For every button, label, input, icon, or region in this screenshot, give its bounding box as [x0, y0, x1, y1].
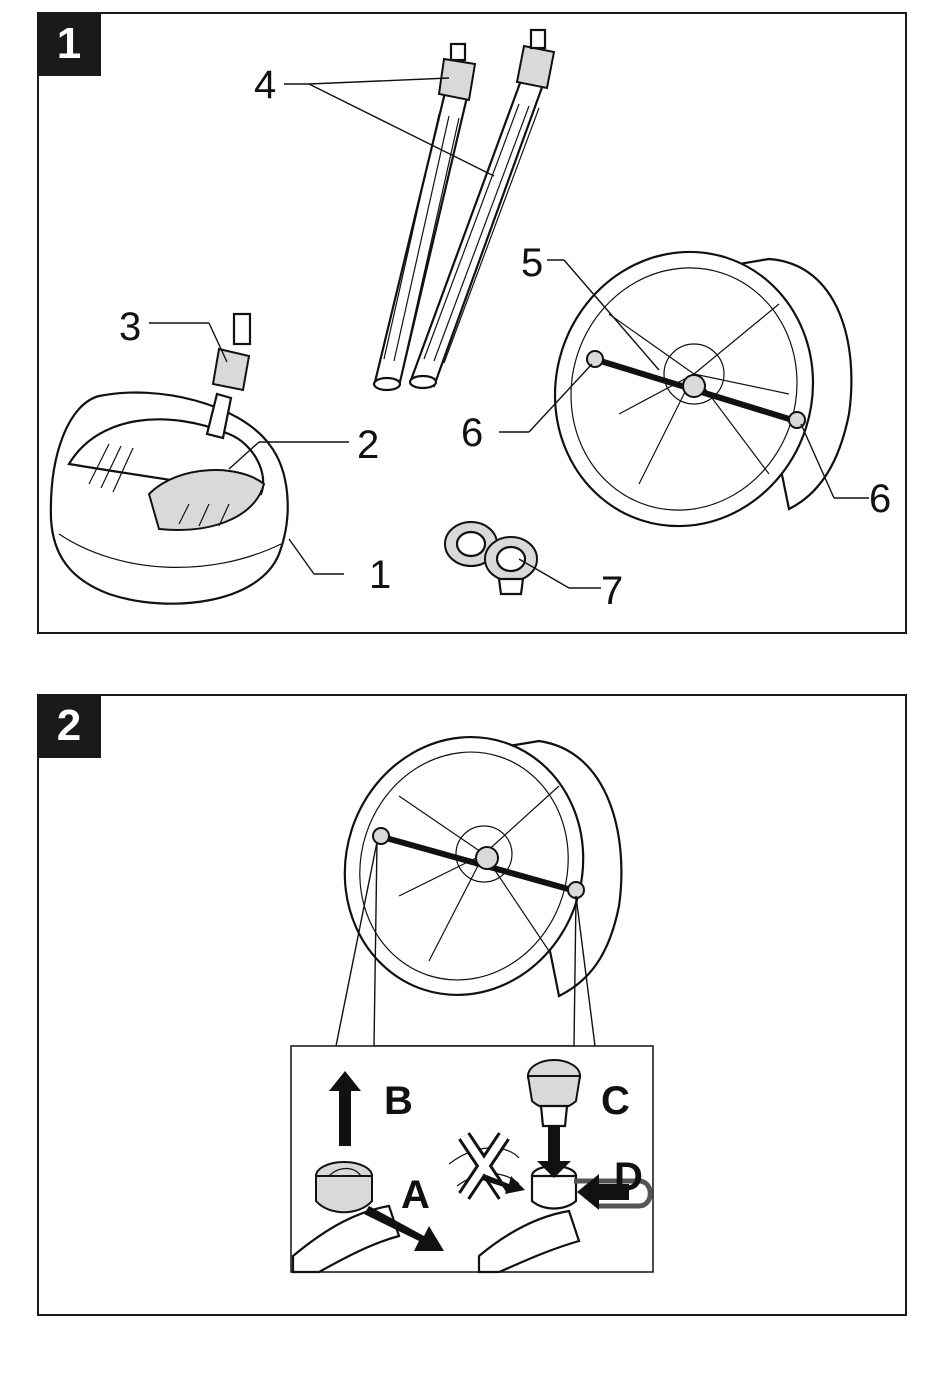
callout-7: 7 — [601, 569, 623, 613]
callout-1: 1 — [369, 553, 391, 597]
surface-cleaner-housing — [51, 393, 288, 604]
figure-2-drawing: B A C D — [39, 696, 909, 1318]
callout-4: 4 — [254, 63, 276, 107]
figure-2-panel: 2 — [37, 694, 907, 1316]
callout-3: 3 — [119, 305, 141, 349]
label-b: B — [384, 1079, 413, 1123]
callout-6-left: 6 — [461, 411, 483, 455]
figure-1-drawing: 1 2 3 4 5 6 6 7 — [39, 14, 909, 636]
detail-inset — [291, 1046, 653, 1272]
figure-1-panel: 1 — [37, 12, 907, 634]
callout-5: 5 — [521, 241, 543, 285]
label-d: D — [614, 1155, 643, 1199]
callout-2: 2 — [357, 423, 379, 467]
label-a: A — [401, 1173, 430, 1217]
callout-6-right: 6 — [869, 477, 891, 521]
label-c: C — [601, 1079, 630, 1123]
spare-nozzles — [445, 522, 537, 594]
extension-tube-left — [374, 44, 475, 390]
